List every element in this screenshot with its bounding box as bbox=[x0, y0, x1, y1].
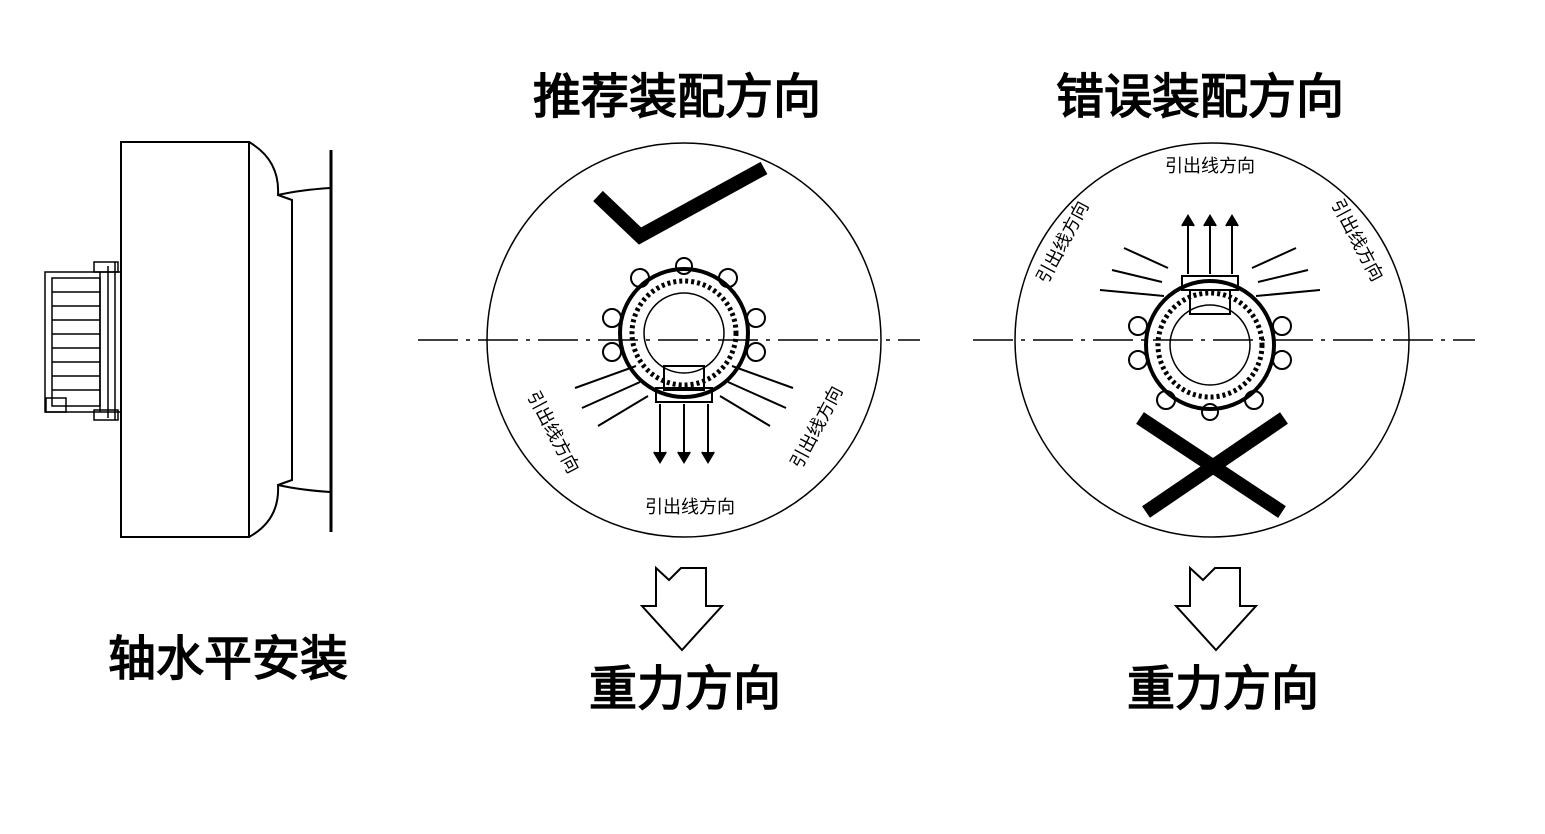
wrong-title: 错误装配方向 bbox=[1056, 69, 1344, 125]
lead-direction-top: 引出线方向 bbox=[1165, 156, 1255, 177]
lead-direction-lower-right: 引出线方向 bbox=[787, 383, 848, 472]
lead-direction-bottom: 引出线方向 bbox=[645, 497, 735, 518]
motor-cross-section-recommended bbox=[602, 257, 766, 403]
gravity-label-right: 重力方向 bbox=[1127, 661, 1319, 717]
lead-arrows-wrong bbox=[1099, 214, 1321, 297]
horizontal-mount-label: 轴水平安装 bbox=[108, 631, 348, 687]
check-mark-icon bbox=[593, 161, 768, 245]
gravity-label-middle: 重力方向 bbox=[589, 661, 781, 717]
motor-cross-section-wrong bbox=[1128, 275, 1292, 421]
recommended-title: 推荐装配方向 bbox=[533, 69, 821, 125]
cross-mark-icon bbox=[1136, 412, 1288, 518]
recommended-view: 引出线方向 引出线方向 引出线方向 bbox=[418, 142, 920, 538]
lead-arrows-recommended bbox=[574, 365, 794, 464]
lead-direction-upper-right: 引出线方向 bbox=[1326, 196, 1387, 285]
motor-side-body bbox=[44, 261, 122, 421]
wrong-view: 引出线方向 引出线方向 引出线方向 bbox=[973, 142, 1475, 538]
down-arrow-icon bbox=[1173, 565, 1259, 652]
side-view-drawing bbox=[44, 141, 333, 538]
down-arrow-icon bbox=[639, 565, 725, 652]
